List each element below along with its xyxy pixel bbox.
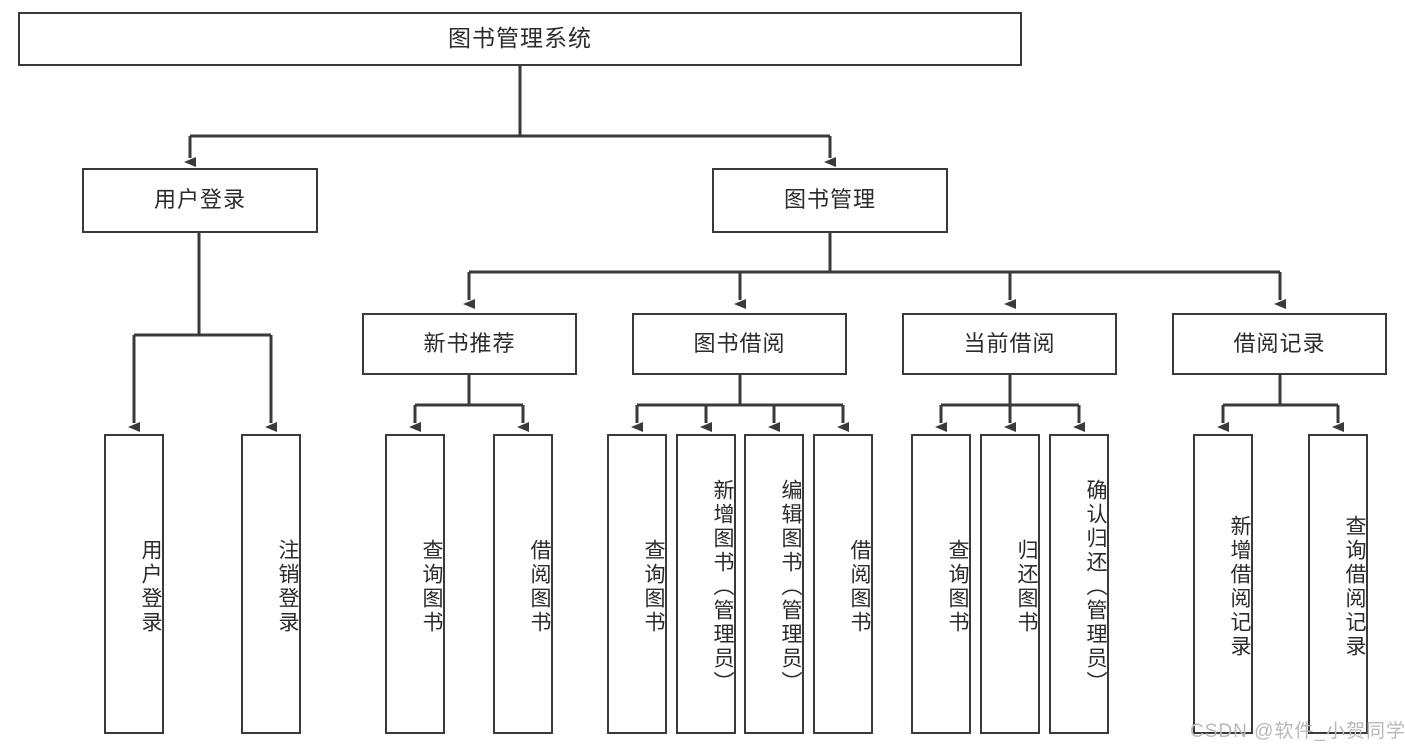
- leaf-borrow-record-query[interactable]: 查询借阅记录: [1308, 434, 1368, 734]
- node-book-manage[interactable]: 图书管理: [712, 168, 948, 233]
- leaf-current-borrow-return-label: 归还图书: [1015, 539, 1038, 635]
- node-root-system[interactable]: 图书管理系统: [18, 12, 1022, 66]
- node-user-login[interactable]: 用户登录: [82, 168, 318, 233]
- leaf-borrow-record-add-label: 新增借阅记录: [1228, 515, 1251, 659]
- leaf-borrow-record-query-label: 查询借阅记录: [1343, 515, 1366, 659]
- leaf-user-login-login-label: 用户登录: [139, 539, 162, 635]
- node-current-borrow[interactable]: 当前借阅: [902, 313, 1117, 375]
- leaf-current-borrow-confirm[interactable]: 确认归还（管理员）: [1049, 434, 1109, 734]
- leaf-book-borrow-edit-label: 编辑图书（管理员）: [779, 479, 802, 695]
- leaf-new-book-query[interactable]: 查询图书: [385, 434, 445, 734]
- leaf-new-book-borrow-label: 借阅图书: [528, 539, 551, 635]
- leaf-book-borrow-borrow-label: 借阅图书: [848, 539, 871, 635]
- leaf-user-login-logout[interactable]: 注销登录: [241, 434, 301, 734]
- leaf-user-login-logout-label: 注销登录: [276, 539, 299, 635]
- leaf-current-borrow-query-label: 查询图书: [946, 539, 969, 635]
- leaf-borrow-record-add[interactable]: 新增借阅记录: [1193, 434, 1253, 734]
- leaf-book-borrow-add[interactable]: 新增图书（管理员）: [676, 434, 736, 734]
- node-new-book-recommend[interactable]: 新书推荐: [362, 313, 577, 375]
- leaf-new-book-borrow[interactable]: 借阅图书: [493, 434, 553, 734]
- leaf-book-borrow-edit[interactable]: 编辑图书（管理员）: [744, 434, 804, 734]
- leaf-book-borrow-query-label: 查询图书: [642, 539, 665, 635]
- node-root-system-label: 图书管理系统: [448, 25, 592, 52]
- leaf-current-borrow-query[interactable]: 查询图书: [911, 434, 971, 734]
- leaf-book-borrow-query[interactable]: 查询图书: [607, 434, 667, 734]
- leaf-current-borrow-return[interactable]: 归还图书: [980, 434, 1040, 734]
- node-current-borrow-label: 当前借阅: [963, 330, 1056, 356]
- node-new-book-recommend-label: 新书推荐: [423, 330, 516, 356]
- node-book-borrow-label: 图书借阅: [693, 330, 786, 356]
- leaf-current-borrow-confirm-label: 确认归还（管理员）: [1084, 479, 1107, 695]
- leaf-user-login-login[interactable]: 用户登录: [104, 434, 164, 734]
- node-book-borrow[interactable]: 图书借阅: [632, 313, 847, 375]
- leaf-book-borrow-add-label: 新增图书（管理员）: [711, 479, 734, 695]
- node-book-manage-label: 图书管理: [783, 187, 876, 213]
- leaf-new-book-query-label: 查询图书: [420, 539, 443, 635]
- node-borrow-record[interactable]: 借阅记录: [1172, 313, 1387, 375]
- leaf-book-borrow-borrow[interactable]: 借阅图书: [813, 434, 873, 734]
- node-borrow-record-label: 借阅记录: [1233, 330, 1326, 356]
- node-user-login-label: 用户登录: [153, 187, 246, 213]
- watermark: CSDN @软件_小贺同学: [1190, 721, 1405, 742]
